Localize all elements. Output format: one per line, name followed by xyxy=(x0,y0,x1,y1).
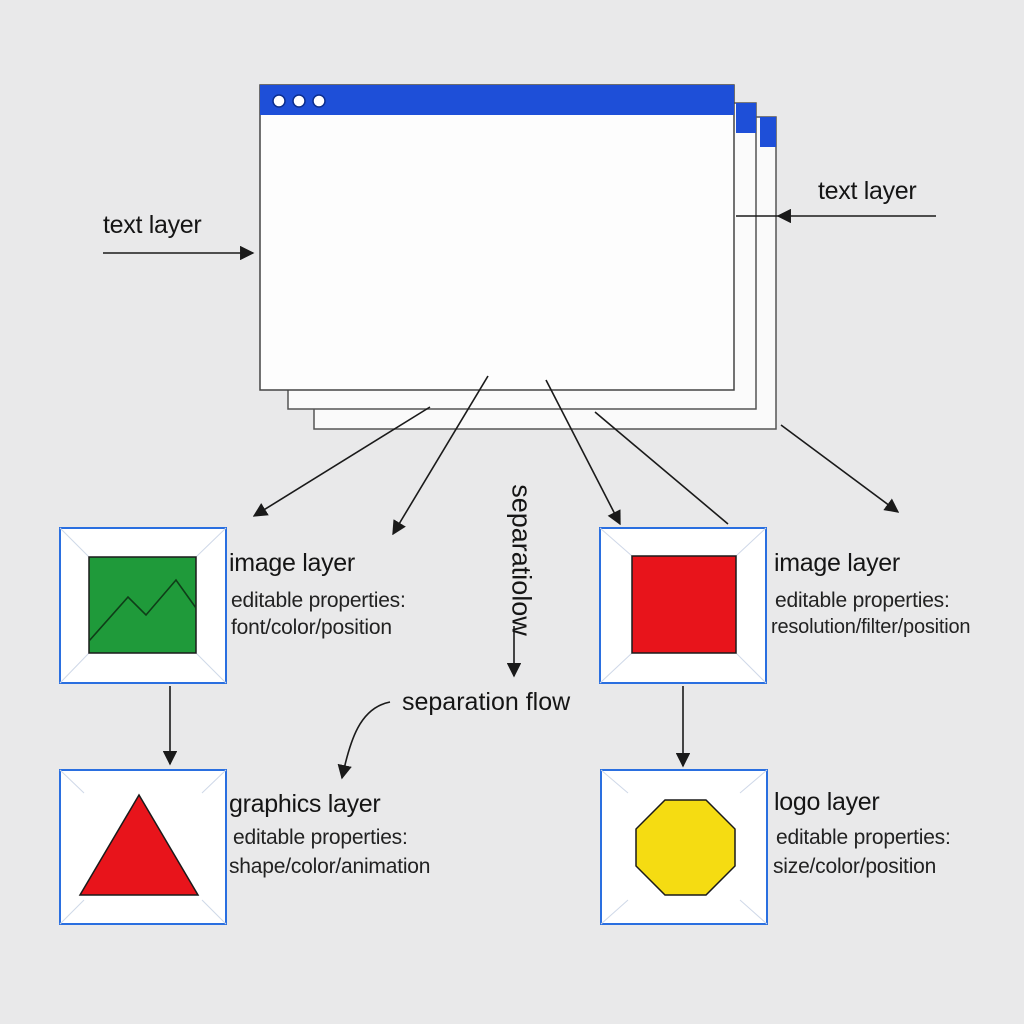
main-window-header xyxy=(260,85,734,115)
text-layer-label-left: text layer xyxy=(103,211,202,239)
image-layer-right-subtitle: editable properties: xyxy=(775,589,950,612)
vertical-flow-label: separatiolow xyxy=(506,484,537,636)
image-layer-left-props: font/color/position xyxy=(231,616,392,639)
connector-to-image-right-2 xyxy=(594,411,729,525)
logo-layer-title: logo layer xyxy=(774,788,880,816)
graphics-layer-title: graphics layer xyxy=(229,790,381,818)
card-image-layer-red xyxy=(599,527,767,684)
arrow-side-right xyxy=(780,424,900,513)
logo-layer-props: size/color/position xyxy=(773,855,937,878)
arrow-to-image-right-1 xyxy=(545,379,621,526)
image-layer-left-title: image layer xyxy=(229,549,355,577)
arrow-to-image-left-2 xyxy=(392,375,489,536)
back-window-3-header xyxy=(760,117,776,147)
image-layer-right-props: resolution/filter/position xyxy=(771,616,971,638)
text-layer-label-right: text layer xyxy=(818,177,917,205)
mountain-chart-icon xyxy=(88,556,197,654)
window-dot xyxy=(272,94,286,108)
back-window-2-header xyxy=(736,103,756,133)
graphics-layer-subtitle: editable properties: xyxy=(233,826,408,849)
logo-layer-subtitle: editable properties: xyxy=(776,826,951,849)
mountain-line xyxy=(88,578,197,642)
card-image-layer-green xyxy=(59,527,227,684)
triangle-icon xyxy=(78,793,200,896)
octagon-icon xyxy=(635,799,736,896)
window-stack xyxy=(259,84,777,430)
arrow-to-image-left-1 xyxy=(252,406,431,517)
main-window xyxy=(259,84,735,391)
card-logo-layer xyxy=(600,769,768,925)
image-layer-right-title: image layer xyxy=(774,549,900,577)
separation-flow-label: separation flow xyxy=(402,688,571,716)
card-graphics-layer xyxy=(59,769,227,925)
image-layer-left-subtitle: editable properties: xyxy=(231,589,406,612)
arrow-separation-flow xyxy=(337,701,391,780)
graphics-layer-props: shape/color/animation xyxy=(229,855,431,878)
window-dot xyxy=(292,94,306,108)
red-square-icon xyxy=(631,555,737,654)
window-dot xyxy=(312,94,326,108)
arrows xyxy=(103,208,936,780)
